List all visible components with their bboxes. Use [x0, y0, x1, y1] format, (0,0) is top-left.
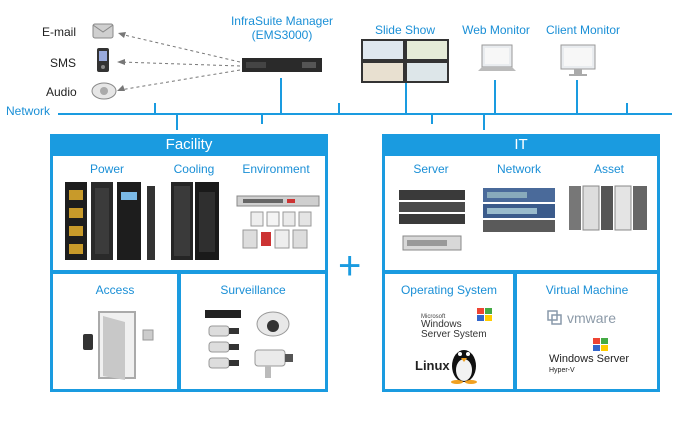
laptop-icon [478, 44, 516, 71]
it-divider-h [382, 270, 660, 274]
windows-server-text: Windows Server [549, 353, 630, 365]
web-monitor-label: Web Monitor [462, 23, 530, 37]
audio-label: Audio [46, 85, 77, 99]
asset-title: Asset [593, 162, 624, 176]
facility-title: Facility [50, 134, 328, 156]
door-access-icon [83, 311, 154, 380]
asset-section: Asset [561, 156, 657, 270]
linux-logo-text: Linux [415, 358, 450, 373]
cooling-section: Cooling [161, 156, 227, 270]
windows-logo-line1: Windows [421, 319, 462, 330]
server-section: Server [385, 156, 477, 270]
desktop-monitor-icon [560, 44, 596, 76]
manager-title-line2: (EMS3000) [251, 28, 313, 42]
environment-sensors-icon [236, 195, 320, 249]
windows-server-flag-icon [593, 338, 608, 351]
mobile-phone-icon [97, 48, 109, 72]
facility-divider-h [50, 270, 328, 274]
windows-logo-line2: Server System [421, 329, 487, 340]
virtual-machine-section: Virtual Machine vmware Windows Server Hy… [517, 274, 657, 389]
windows-server-system-logo: Windows Server System [421, 320, 487, 340]
slide-show-screens-icon [361, 39, 449, 83]
cooling-unit-icon [171, 182, 219, 260]
virtual-machine-title: Virtual Machine [545, 283, 629, 297]
vmware-logo-text: vmware [567, 310, 617, 326]
windows-flag-icon [477, 308, 492, 321]
surveillance-cameras-icon [205, 310, 293, 378]
access-section: Access [53, 274, 177, 389]
client-monitor-label: Client Monitor [545, 23, 621, 37]
slide-show-label: Slide Show [374, 23, 436, 37]
windows-microsoft-text: Microsoft [421, 314, 446, 320]
sms-label: SMS [50, 56, 77, 70]
network-title: Network [496, 162, 541, 176]
hyper-v-text: Hyper-V [549, 367, 575, 374]
operating-system-section: Operating System Microsoft Windows Serve… [385, 274, 513, 389]
cooling-title: Cooling [173, 162, 215, 176]
asset-rack-icon [569, 185, 647, 231]
environment-section: Environment [227, 156, 325, 270]
power-title: Power [89, 162, 124, 176]
manager-title-line1: InfraSuite Manager [230, 14, 334, 28]
it-divider-v [513, 270, 517, 392]
ems3000-device-icon [242, 58, 322, 72]
vmware-icon [547, 310, 562, 325]
it-title: IT [382, 134, 660, 156]
manager-title: InfraSuite Manager (EMS3000) [220, 14, 344, 42]
tux-penguin-icon [451, 350, 477, 384]
power-section: Power [53, 156, 161, 270]
operating-system-title: Operating System [400, 283, 498, 297]
email-label: E-mail [42, 25, 77, 39]
plus-sign: + [338, 244, 362, 288]
ups-cabinets-icon [65, 182, 155, 260]
facility-divider-v [177, 270, 181, 392]
network-section: Network [477, 156, 561, 270]
speaker-icon [91, 82, 117, 100]
access-title: Access [95, 283, 135, 297]
network-label: Network [6, 104, 51, 118]
environment-title: Environment [242, 162, 310, 176]
server-title: Server [413, 162, 449, 176]
windows-server-hyperv-logo: Windows Server Hyper-V [549, 354, 629, 376]
surveillance-section: Surveillance [181, 274, 325, 389]
network-switch-icon [483, 188, 555, 232]
envelope-icon [92, 23, 114, 39]
surveillance-title: Surveillance [220, 283, 286, 297]
server-rack-icon [399, 190, 465, 251]
